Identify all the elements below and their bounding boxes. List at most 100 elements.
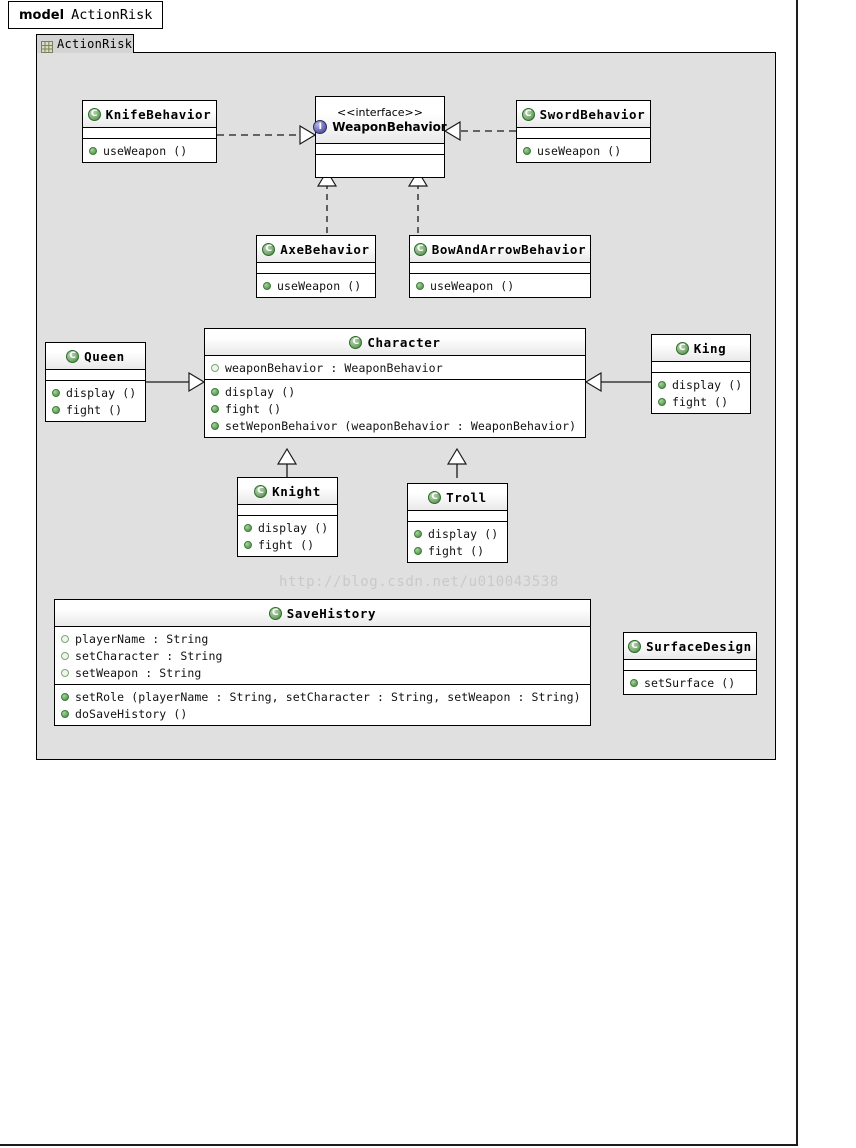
method-row[interactable]: display (): [652, 376, 750, 393]
method-label: display (): [428, 526, 499, 541]
method-row[interactable]: fight (): [46, 401, 145, 418]
class-box-axebehavior[interactable]: AxeBehavior useWeapon (): [256, 235, 376, 298]
method-label: display (): [225, 384, 296, 399]
attribute-label: playerName : String: [75, 631, 209, 646]
model-keyword: model: [19, 7, 65, 23]
class-box-weaponbehavior[interactable]: <<interface>> WeaponBehavior: [313, 96, 447, 178]
class-name: King: [693, 340, 727, 356]
class-box-knight[interactable]: Knight display () fight (): [237, 477, 338, 557]
class-header: KnifeBehavior: [83, 101, 216, 128]
attribute-bullet-icon: [211, 363, 219, 372]
method-bullet-icon: [244, 523, 252, 532]
attributes-compartment: [517, 128, 650, 139]
method-label: setSurface (): [644, 675, 736, 690]
method-row[interactable]: setWeponBehaivor (weaponBehavior : Weapo…: [205, 417, 585, 434]
attribute-row[interactable]: weaponBehavior : WeaponBehavior: [205, 359, 585, 376]
class-header: SaveHistory: [55, 600, 590, 627]
class-header: BowAndArrowBehavior: [410, 236, 590, 263]
method-row[interactable]: useWeapon (): [517, 142, 650, 159]
method-bullet-icon: [211, 421, 219, 430]
methods-compartment: display () fight (): [46, 381, 145, 421]
method-bullet-icon: [211, 387, 219, 396]
class-box-savehistory[interactable]: SaveHistory playerName : String setChara…: [54, 599, 591, 726]
methods-compartment: display () fight (): [652, 373, 750, 413]
model-name: ActionRisk: [71, 7, 153, 23]
attributes-compartment: [408, 511, 507, 522]
attributes-compartment: [624, 660, 756, 671]
method-label: fight (): [66, 402, 123, 417]
methods-compartment: useWeapon (): [517, 139, 650, 162]
method-bullet-icon: [244, 540, 252, 549]
method-label: useWeapon (): [537, 143, 622, 158]
method-bullet-icon: [416, 281, 424, 290]
attribute-bullet-icon: [61, 651, 69, 660]
attributes-compartment: [257, 263, 375, 274]
method-label: setWeponBehaivor (weaponBehavior : Weapo…: [225, 418, 577, 433]
attribute-row[interactable]: setCharacter : String: [55, 647, 590, 664]
class-box-queen[interactable]: Queen display () fight (): [45, 342, 146, 422]
class-box-knifebehavior[interactable]: KnifeBehavior useWeapon (): [82, 100, 217, 163]
method-label: fight (): [225, 401, 282, 416]
attribute-label: weaponBehavior : WeaponBehavior: [225, 360, 443, 375]
method-bullet-icon: [523, 146, 531, 155]
class-name: Queen: [84, 348, 125, 364]
method-bullet-icon: [658, 397, 666, 406]
package-tab[interactable]: ActionRisk: [36, 34, 134, 53]
methods-compartment: setSurface (): [624, 671, 756, 694]
class-box-surfacedesign[interactable]: SurfaceDesign setSurface (): [623, 632, 757, 695]
attribute-label: setWeapon : String: [75, 665, 202, 680]
method-label: useWeapon (): [277, 278, 362, 293]
attributes-compartment: [238, 505, 337, 516]
method-row[interactable]: display (): [238, 519, 337, 536]
method-row[interactable]: setRole (playerName : String, setCharact…: [55, 688, 590, 705]
method-row[interactable]: display (): [46, 384, 145, 401]
watermark-text: http://blog.csdn.net/u010043538: [279, 574, 559, 590]
class-icon: [349, 335, 363, 349]
attribute-bullet-icon: [61, 634, 69, 643]
class-box-character[interactable]: Character weaponBehavior : WeaponBehavio…: [204, 328, 586, 438]
class-box-bowandarrowbehavior[interactable]: BowAndArrowBehavior useWeapon (): [409, 235, 591, 298]
stereotype-label: <<interface>>: [337, 106, 423, 119]
method-row[interactable]: useWeapon (): [257, 277, 375, 294]
method-row[interactable]: fight (): [408, 542, 507, 559]
method-row[interactable]: fight (): [205, 400, 585, 417]
method-bullet-icon: [263, 281, 271, 290]
method-label: display (): [66, 385, 137, 400]
class-header: Troll: [408, 484, 507, 511]
method-row[interactable]: doSaveHistory (): [55, 705, 590, 722]
class-icon: [262, 242, 276, 256]
methods-compartment: useWeapon (): [257, 274, 375, 297]
class-box-king[interactable]: King display () fight (): [651, 334, 751, 414]
attribute-row[interactable]: playerName : String: [55, 630, 590, 647]
class-name: SwordBehavior: [539, 106, 646, 122]
method-row[interactable]: setSurface (): [624, 674, 756, 691]
methods-compartment: setRole (playerName : String, setCharact…: [55, 685, 590, 725]
method-label: doSaveHistory (): [75, 706, 188, 721]
interface-icon: [313, 120, 328, 134]
attributes-compartment: [410, 263, 590, 274]
method-label: display (): [258, 520, 329, 535]
method-row[interactable]: display (): [408, 525, 507, 542]
method-row[interactable]: useWeapon (): [83, 142, 216, 159]
class-header: King: [652, 335, 750, 362]
interface-header: <<interface>> WeaponBehavior: [313, 97, 447, 144]
class-header: Queen: [46, 343, 145, 370]
class-box-swordbehavior[interactable]: SwordBehavior useWeapon (): [516, 100, 651, 163]
method-bullet-icon: [89, 146, 97, 155]
method-row[interactable]: fight (): [238, 536, 337, 553]
method-row[interactable]: display (): [205, 383, 585, 400]
attribute-row[interactable]: setWeapon : String: [55, 664, 590, 681]
methods-compartment: useWeapon (): [83, 139, 216, 162]
attributes-compartment: [652, 362, 750, 373]
editor-canvas: model ActionRisk ActionRisk: [0, 0, 798, 1146]
class-icon: [675, 341, 689, 355]
class-header: Character: [205, 329, 585, 356]
method-row[interactable]: fight (): [652, 393, 750, 410]
class-box-troll[interactable]: Troll display () fight (): [407, 483, 508, 563]
method-row[interactable]: useWeapon (): [410, 277, 590, 294]
class-name: SurfaceDesign: [646, 638, 752, 654]
class-icon: [413, 242, 427, 256]
class-icon: [268, 606, 282, 620]
model-title-tab[interactable]: model ActionRisk: [8, 1, 164, 29]
package-name: ActionRisk: [57, 37, 133, 51]
